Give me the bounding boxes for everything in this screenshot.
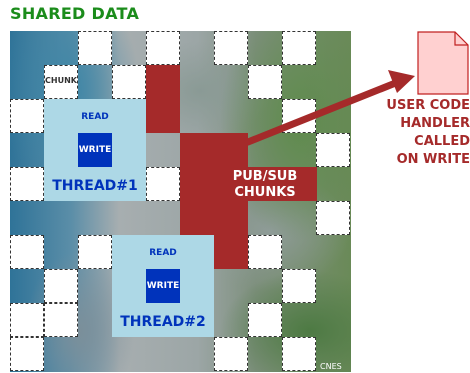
chunk-cell	[10, 337, 44, 371]
document-icon	[417, 31, 469, 95]
chunk-cell	[44, 65, 78, 99]
chunk-cell	[44, 303, 78, 337]
handler-label-line: ON WRITE	[396, 152, 470, 167]
chunk-cell	[214, 31, 248, 65]
pubsub-label-line: CHUNKS	[234, 185, 296, 200]
chunk-cell	[146, 31, 180, 65]
chunk-cell	[282, 269, 316, 303]
chunk-cell	[316, 201, 350, 235]
chunk-cell	[316, 133, 350, 167]
handler-label-line: CALLED	[414, 134, 470, 149]
handler-label-line: HANDLER	[400, 116, 470, 131]
thread2-read-label: READ	[149, 248, 177, 258]
chunk-cell	[78, 31, 112, 65]
chunk-cell	[10, 99, 44, 133]
chunk-label: CHUNK	[45, 76, 77, 85]
chunk-cell	[282, 31, 316, 65]
chunk-cell	[146, 167, 180, 201]
chunk-cell	[10, 235, 44, 269]
thread1-read-label: READ	[81, 112, 109, 122]
pubsub-block	[146, 65, 180, 133]
handler-label: USER CODE HANDLER CALLED ON WRITE	[360, 97, 470, 169]
chunk-cell	[10, 303, 44, 337]
chunk-cell	[112, 65, 146, 99]
diagram-title: SHARED DATA	[10, 4, 140, 23]
chunk-cell	[248, 65, 282, 99]
thread2-label: THREAD#2	[120, 314, 206, 330]
pubsub-label-line: PUB/SUB	[232, 169, 298, 184]
chunk-cell	[78, 235, 112, 269]
chunk-cell	[44, 269, 78, 303]
thread1-label: THREAD#1	[52, 178, 138, 194]
handler-label-line: USER CODE	[386, 98, 470, 113]
chunk-cell	[248, 235, 282, 269]
arrow-icon	[244, 70, 415, 146]
pubsub-label: PUB/SUB CHUNKS	[213, 169, 317, 201]
chunk-cell	[10, 167, 44, 201]
thread2-write-chunk: WRITE	[146, 269, 180, 303]
chunk-cell	[282, 337, 316, 371]
chunk-cell	[214, 337, 248, 371]
pubsub-block	[214, 167, 317, 201]
thread1-write-chunk: WRITE	[78, 133, 112, 167]
chunk-cell	[248, 303, 282, 337]
image-credit: CNES	[320, 362, 342, 371]
